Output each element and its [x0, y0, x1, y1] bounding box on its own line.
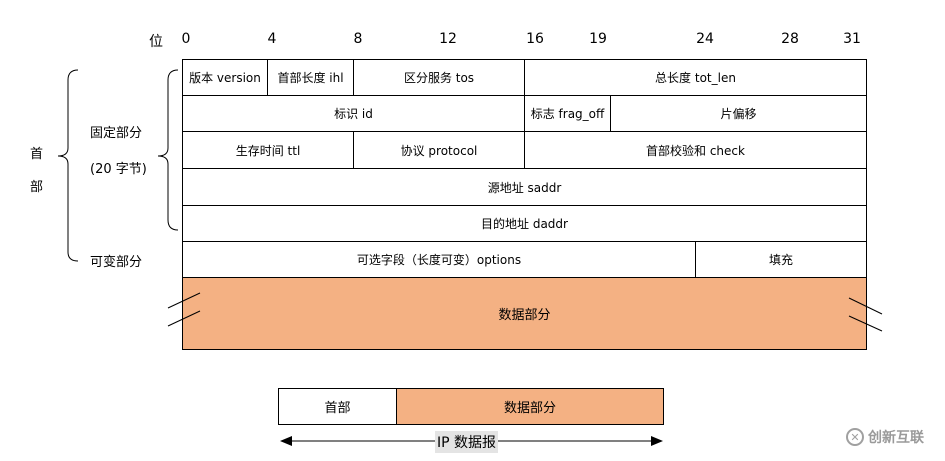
- field-check: 首部校验和 check: [524, 131, 867, 169]
- field-ihl: 首部长度 ihl: [267, 59, 354, 96]
- bit-16: 16: [526, 31, 544, 47]
- field-options: 可选字段（长度可变）options: [182, 241, 696, 278]
- field-id: 标识 id: [182, 95, 525, 132]
- bit-28: 28: [781, 31, 799, 47]
- field-frag-off: 标志 frag_off: [524, 95, 611, 132]
- break-mark-right-1: [848, 297, 883, 315]
- field-tot-len: 总长度 tot_len: [524, 59, 867, 96]
- arrow-right-head: [651, 436, 663, 446]
- data-part: 数据部分: [182, 277, 867, 350]
- bit-0: 0: [181, 31, 191, 47]
- datagram-header: 首部: [278, 388, 397, 425]
- inner-brace: [157, 69, 179, 231]
- bit-31: 31: [843, 31, 861, 47]
- header-label-char2: 部: [30, 180, 44, 195]
- fixed-size-label: (20 字节): [90, 162, 147, 177]
- bit-19: 19: [589, 31, 607, 47]
- break-mark-right-2: [848, 315, 883, 332]
- arrow-left-head: [280, 436, 292, 446]
- break-mark-left-2: [167, 310, 201, 327]
- bit-label: 位: [149, 34, 163, 50]
- bit-12: 12: [439, 31, 457, 47]
- bit-24: 24: [696, 31, 714, 47]
- fixed-part-label: 固定部分: [90, 126, 143, 141]
- field-tos: 区分服务 tos: [353, 59, 525, 96]
- logo-icon: ✕: [846, 428, 864, 446]
- outer-brace: [57, 69, 79, 262]
- field-padding: 填充: [695, 241, 867, 278]
- field-saddr: 源地址 saddr: [182, 168, 867, 206]
- header-label-char1: 首: [30, 147, 44, 162]
- field-protocol: 协议 protocol: [353, 131, 525, 169]
- watermark-text: 创新互联: [868, 430, 924, 446]
- datagram-label: IP 数据报: [435, 431, 499, 453]
- field-daddr: 目的地址 daddr: [182, 205, 867, 242]
- field-fragment-offset: 片偏移: [610, 95, 867, 132]
- datagram-data: 数据部分: [396, 388, 664, 425]
- field-ttl: 生存时间 ttl: [182, 131, 354, 169]
- bit-8: 8: [353, 31, 363, 47]
- bit-4: 4: [267, 31, 277, 47]
- watermark: ✕ 创新互联: [846, 427, 924, 447]
- break-mark-left-1: [167, 292, 201, 309]
- variable-part-label: 可变部分: [90, 255, 143, 270]
